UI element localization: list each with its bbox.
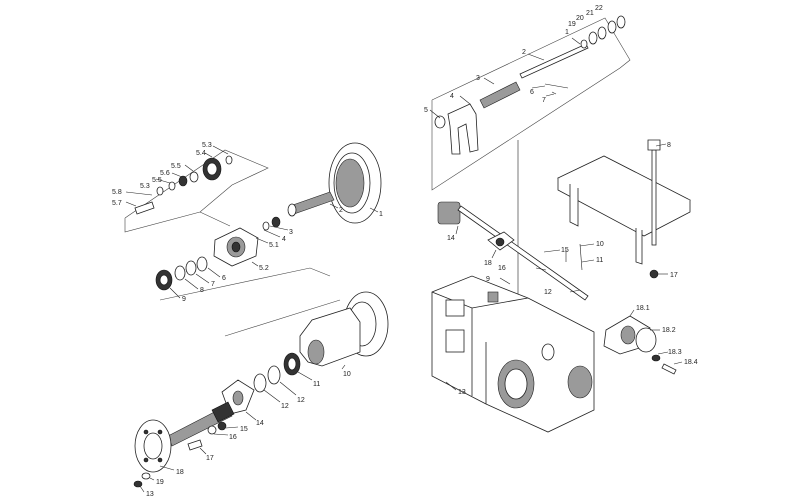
shift-fork bbox=[447, 103, 479, 155]
label-r18-3: 18.3 bbox=[668, 349, 682, 356]
label-5-6: 5.6 bbox=[160, 170, 170, 177]
label-5-3: 5.3 bbox=[202, 142, 212, 149]
label-18: 18 bbox=[176, 469, 184, 476]
label-r13: 13 bbox=[458, 389, 466, 396]
label-5-5b: 5.5 bbox=[152, 177, 162, 184]
label-8: 8 bbox=[200, 287, 204, 294]
label-r7: 7 bbox=[542, 97, 546, 104]
spring bbox=[479, 81, 521, 109]
label-9: 9 bbox=[182, 296, 186, 303]
label-r4: 4 bbox=[450, 93, 454, 100]
label-13: 13 bbox=[146, 491, 154, 498]
label-r10: 10 bbox=[596, 241, 604, 248]
label-r1: 1 bbox=[565, 29, 569, 36]
label-5-8: 5.8 bbox=[112, 189, 122, 196]
label-r9: 9 bbox=[486, 276, 490, 283]
label-r8: 8 bbox=[667, 142, 671, 149]
label-12: 12 bbox=[297, 397, 305, 404]
label-16: 16 bbox=[229, 434, 237, 441]
label-12b: 12 bbox=[281, 403, 289, 410]
label-5-4: 5.4 bbox=[196, 150, 206, 157]
label-r5: 5 bbox=[424, 107, 428, 114]
label-r20: 20 bbox=[576, 15, 584, 22]
label-15: 15 bbox=[240, 426, 248, 433]
label-3: 3 bbox=[289, 229, 293, 236]
label-5-2: 5.2 bbox=[259, 265, 269, 272]
transmission-housing-group bbox=[431, 139, 691, 433]
label-r6: 6 bbox=[530, 89, 534, 96]
label-17: 17 bbox=[206, 455, 214, 462]
label-2: 2 bbox=[339, 207, 343, 214]
label-10: 10 bbox=[343, 371, 351, 378]
label-1: 1 bbox=[379, 211, 383, 218]
label-6: 6 bbox=[222, 275, 226, 282]
label-r19: 19 bbox=[568, 21, 576, 28]
label-r2: 2 bbox=[522, 49, 526, 56]
label-r15: 15 bbox=[561, 247, 569, 254]
seal-ring bbox=[196, 256, 208, 272]
shift-fork-group bbox=[429, 15, 631, 330]
label-14: 14 bbox=[256, 420, 264, 427]
splined-shaft bbox=[289, 191, 335, 215]
label-r12: 12 bbox=[544, 289, 552, 296]
label-r3: 3 bbox=[476, 75, 480, 82]
label-r16: 16 bbox=[498, 265, 506, 272]
label-5-1: 5.1 bbox=[269, 242, 279, 249]
label-r18: 18 bbox=[484, 260, 492, 267]
axle-housing-group bbox=[133, 267, 389, 493]
label-4: 4 bbox=[282, 236, 286, 243]
label-5-5: 5.5 bbox=[171, 163, 181, 170]
label-r22: 22 bbox=[595, 5, 603, 12]
shift-rod bbox=[519, 43, 589, 79]
label-r18-1: 18.1 bbox=[636, 305, 650, 312]
label-5-7: 5.7 bbox=[112, 200, 122, 207]
label-r18-2: 18.2 bbox=[662, 327, 676, 334]
label-11: 11 bbox=[313, 381, 320, 388]
gear-assembly-group bbox=[124, 142, 382, 291]
label-5-3b: 5.3 bbox=[140, 183, 150, 190]
label-r11: 11 bbox=[596, 257, 603, 264]
label-7: 7 bbox=[211, 281, 215, 288]
label-r18-4: 18.4 bbox=[684, 359, 698, 366]
label-r21: 21 bbox=[586, 10, 594, 17]
label-r17: 17 bbox=[670, 272, 678, 279]
label-19: 19 bbox=[156, 479, 164, 486]
label-r14: 14 bbox=[447, 235, 455, 242]
